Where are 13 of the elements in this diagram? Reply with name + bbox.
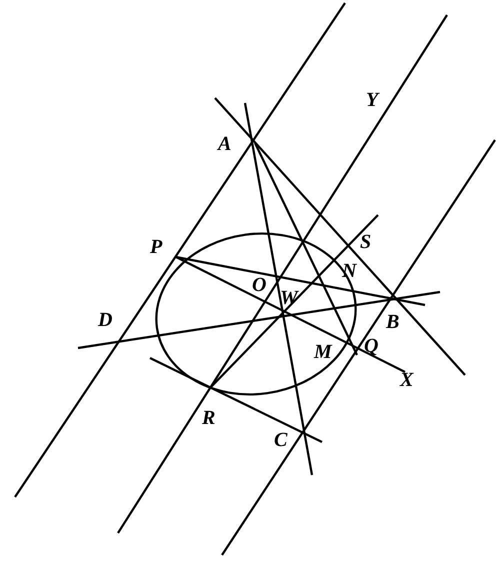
point-label: A [218,134,232,154]
point-label: W [280,288,298,308]
point-label: O [252,275,266,295]
point-label: R [202,408,216,428]
point-label: B [386,312,400,332]
point-label: P [150,237,162,257]
point-label: Q [364,336,378,356]
point-label: Y [366,90,378,110]
point-label: X [400,370,414,390]
point-label: D [98,310,112,330]
point-label: S [360,232,372,252]
point-label: M [314,342,332,362]
point-label: C [274,430,288,450]
